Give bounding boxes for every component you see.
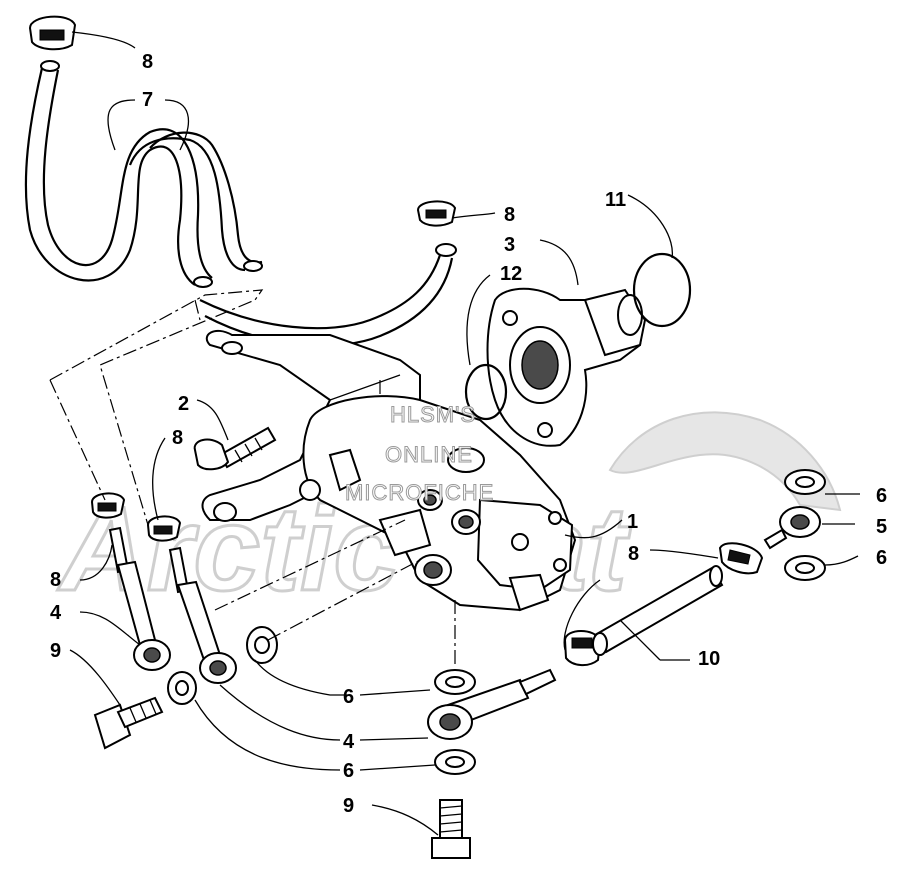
- callout-10: 10: [698, 648, 720, 670]
- callout-8-mid: 8: [504, 204, 515, 226]
- oring-11: [632, 252, 692, 328]
- clamp-right-b: [563, 630, 602, 666]
- callout-4-center: 4: [343, 731, 355, 753]
- tube-10: [592, 565, 724, 656]
- clamp-left-b: [146, 515, 182, 542]
- callout-11: 11: [605, 189, 626, 211]
- callout-5: 5: [876, 516, 887, 538]
- callout-6-right-top: 6: [876, 485, 887, 507]
- callout-8-right: 8: [628, 543, 639, 565]
- callout-7: 7: [142, 89, 153, 111]
- callout-1: 1: [627, 511, 638, 533]
- callout-9-bottom: 9: [343, 795, 354, 817]
- watermark-line3: MICROFICHE: [345, 480, 494, 505]
- oring-12: [464, 363, 508, 421]
- callouts: 8 7 8 11 3 12 2 8 6 1 5 8 6 8 4 9 10 6 4…: [50, 51, 887, 817]
- callout-12: 12: [500, 263, 522, 285]
- watermark-line1: HLSM'S: [390, 402, 476, 427]
- pump-body-1: [299, 395, 577, 612]
- flange-3: [486, 287, 647, 447]
- banjo-fitting-4a: [108, 526, 171, 671]
- clamp-right-a: [718, 542, 764, 575]
- clamp-mid: [416, 200, 457, 227]
- banjo-bolt-9b: [431, 799, 471, 859]
- callout-9-left: 9: [50, 640, 61, 662]
- banjo-fitting-4c: [427, 668, 557, 740]
- screw-2: [193, 426, 277, 471]
- callout-6-center-upper: 6: [343, 686, 354, 708]
- washers-6: [167, 469, 826, 775]
- clamp-top-left: [28, 15, 77, 51]
- banjo-fitting-5: [763, 506, 821, 550]
- callout-6-center-lower: 6: [343, 760, 354, 782]
- watermark-line2: ONLINE: [385, 442, 473, 467]
- banjo-bolt-9a: [93, 696, 164, 750]
- callout-6-right-bottom: 6: [876, 547, 887, 569]
- hose-7: [24, 60, 457, 347]
- clamp-left-a: [90, 492, 126, 519]
- callout-8-top: 8: [142, 51, 153, 73]
- banjo-fitting-4b: [168, 546, 237, 684]
- watermark-text: HLSM'S ONLINE MICROFICHE: [345, 402, 494, 506]
- leader-lines: [69, 31, 860, 836]
- callout-4-left: 4: [50, 602, 62, 624]
- callout-8-left-upper: 8: [172, 427, 183, 449]
- callout-2: 2: [178, 393, 189, 415]
- callout-8-left-lower: 8: [50, 569, 61, 591]
- assembly-lines: [49, 289, 456, 668]
- callout-3: 3: [504, 234, 515, 256]
